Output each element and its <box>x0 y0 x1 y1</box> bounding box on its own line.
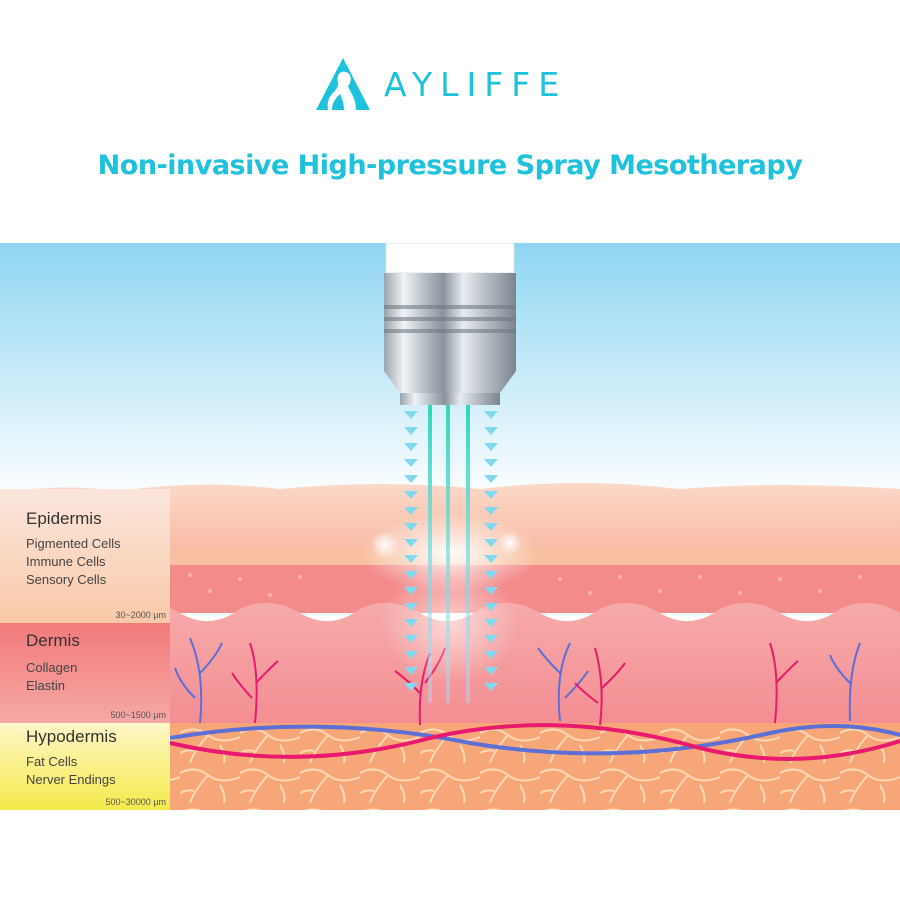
layer-label-epidermis: Epidermis Pigmented Cells Immune Cells S… <box>0 489 170 623</box>
layer-item: Elastin <box>26 678 66 693</box>
layer-name: Hypodermis <box>26 727 117 746</box>
woman-silhouette-a-icon <box>316 58 370 110</box>
brand-logo: AYLIFFE <box>312 54 582 114</box>
layer-item: Sensory Cells <box>26 572 107 587</box>
layer-label-dermis: Dermis Collagen Elastin 500~1500 μm <box>0 623 170 723</box>
spray-nozzle-icon <box>384 243 516 405</box>
page-title: Non-invasive High-pressure Spray Mesothe… <box>97 150 803 181</box>
layer-item: Pigmented Cells <box>26 536 121 551</box>
layer-depth: 500~1500 μm <box>110 710 166 720</box>
layer-item: Nerver Endings <box>26 772 116 787</box>
layer-depth: 500~30000 μm <box>105 797 166 807</box>
skin-cross-section-illustration <box>0 243 900 810</box>
layer-name: Epidermis <box>26 509 102 528</box>
layer-item: Collagen <box>26 660 78 675</box>
layer-item: Immune Cells <box>26 554 106 569</box>
spray-jets <box>428 403 470 703</box>
brand-name: AYLIFFE <box>384 64 568 104</box>
layer-item: Fat Cells <box>26 754 78 769</box>
layer-label-hypodermis: Hypodermis Fat Cells Nerver Endings 500~… <box>0 723 170 810</box>
layer-name: Dermis <box>26 631 80 650</box>
layer-depth: 30~2000 μm <box>115 610 166 620</box>
